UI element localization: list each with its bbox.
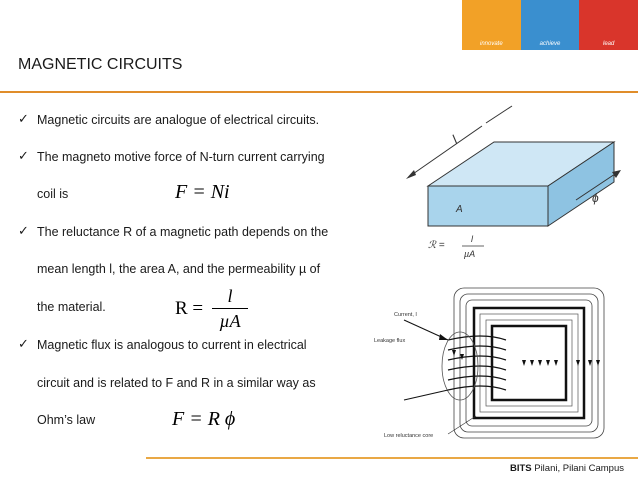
title-divider (0, 91, 638, 93)
core-flux-line (485, 319, 573, 407)
fraction-bar (212, 308, 248, 309)
coil (447, 335, 507, 391)
banner-achieve-label: achieve (539, 41, 561, 47)
banner-achieve: achieve (520, 0, 580, 50)
current-lead (403, 389, 449, 401)
bar-equation-denominator: µA (464, 249, 475, 259)
magnetic-core-figure: Current, I Leakage flux Low reluctance c… (374, 287, 605, 439)
bullet-4-line-3: Ohm’s law (37, 413, 96, 427)
formula-ohm: F = R ϕ (172, 408, 236, 430)
flux-direction-arrows (452, 350, 600, 366)
footer-divider (146, 457, 638, 459)
bar-area-label: A (455, 204, 463, 215)
formula-mmf: F = Ni (175, 181, 230, 203)
core-inner (490, 324, 568, 402)
magnetic-bar-figure: l A ϕ ℛ = l µA (406, 105, 621, 259)
bullet-3-line-3: the material. (37, 300, 106, 314)
formula-reluctance-fraction: l µA (212, 286, 248, 331)
bar-length-label: l (449, 132, 461, 147)
leakage-loop (465, 299, 593, 427)
slide-title: MAGNETIC CIRCUITS (18, 56, 183, 73)
leakage-flux-loop (441, 331, 479, 401)
bullet-4-line-2: circuit and is related to F and R in a s… (37, 376, 316, 390)
check-icon: ✓ (18, 149, 29, 164)
banner-lead: lead (579, 0, 638, 50)
banner-innovate: innovate (462, 0, 521, 50)
current-arrow (439, 334, 448, 340)
check-icon: ✓ (18, 112, 29, 127)
formula-reluctance-numerator: l (227, 286, 233, 306)
flux-arrow (575, 170, 621, 201)
footer: BITS Pilani, Pilani Campus (510, 463, 624, 474)
bullet-3-line-1: The reluctance R of a magnetic path depe… (37, 225, 329, 239)
bullet-2-line-1: The magneto motive force of N-turn curre… (37, 150, 325, 164)
check-icon: ✓ (18, 224, 29, 239)
formula-reluctance-lhs: R = (175, 298, 204, 319)
formula-reluctance-denominator: µA (219, 311, 241, 331)
bullet-2-line-2: coil is (37, 187, 69, 201)
leakage-flux-label: Leakage flux (374, 338, 405, 344)
length-dimension-arrow (406, 105, 513, 179)
bullet-4-line-1: Magnetic flux is analogous to current in… (37, 338, 307, 352)
core-label: Low reluctance core (384, 433, 433, 439)
bar-equation-numerator: l (471, 234, 474, 244)
banner-innovate-label: innovate (479, 41, 503, 47)
current-label: Current, I (394, 312, 417, 318)
bullet-3-line-2: mean length l, the area A, and the perme… (37, 262, 321, 276)
leakage-loop (453, 287, 605, 439)
check-icon: ✓ (18, 337, 29, 352)
flux-label: ϕ (592, 191, 599, 205)
bar-equation-lhs: ℛ = (428, 240, 445, 251)
brand-banner: innovate achieve lead (462, 0, 638, 50)
banner-lead-label: lead (603, 41, 615, 47)
core-label-leader (447, 415, 477, 435)
footer-org: BITS (509, 463, 532, 474)
footer-campus: Pilani, Pilani Campus (531, 463, 624, 474)
bar-prism (426, 141, 616, 227)
bullet-1-line-1: Magnetic circuits are analogue of electr… (37, 113, 320, 127)
